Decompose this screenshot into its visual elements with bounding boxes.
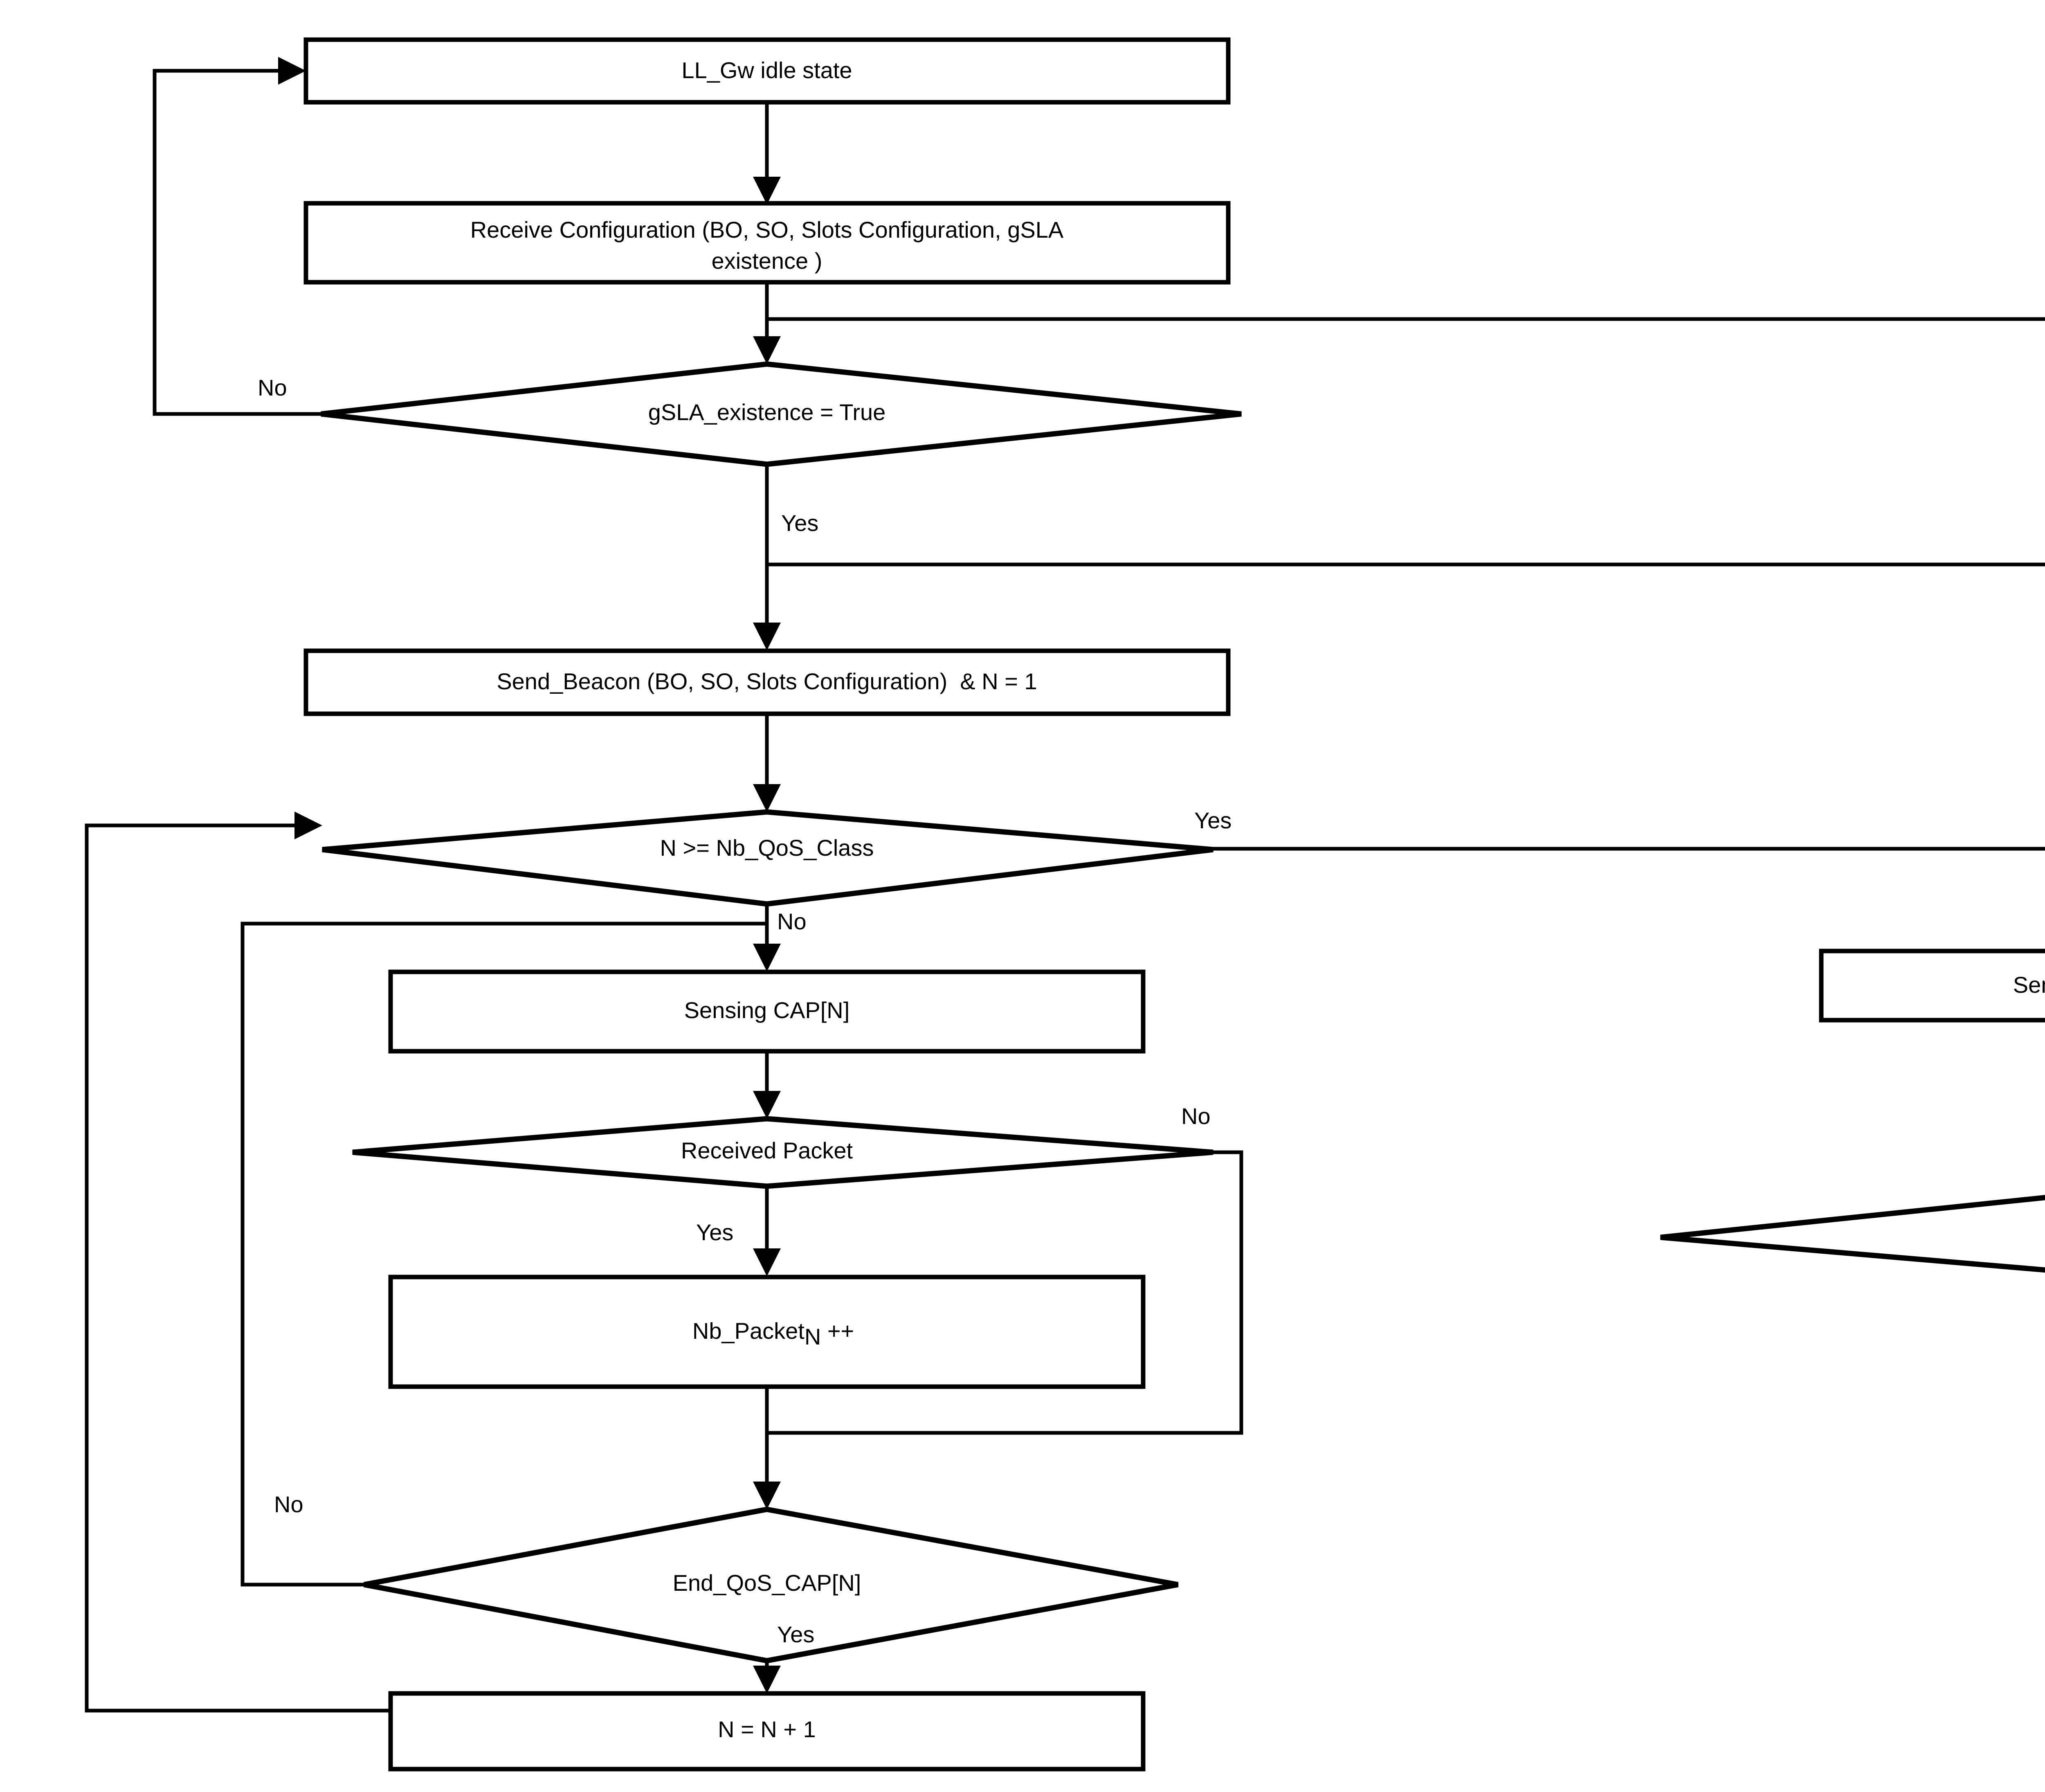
node-label-received-packet: Received Packet	[681, 1138, 853, 1163]
edge-gsla-yes-to-beacon	[753, 464, 781, 650]
node-gsla-existence-decision[interactable]: gSLA_existence = True	[321, 361, 1242, 467]
edge-nqos-yes-to-sendtoam	[1213, 847, 2045, 851]
edge-nbpacket-to-endcap	[753, 1387, 781, 1509]
node-received-new-configuration-decision[interactable]: Received_New_Configuration	[1660, 1176, 2045, 1288]
nb-packet-subscript: N	[805, 1324, 821, 1349]
edge-gsla-no-to-idle	[153, 57, 321, 416]
edge-sensing-to-recvpkt	[753, 1051, 781, 1119]
node-label-sensing-cap: Sensing CAP[N]	[684, 997, 850, 1023]
node-label-end-qos-cap: End_QoS_CAP[N]	[673, 1570, 861, 1596]
edge-label-gsla-no: No	[258, 375, 287, 400]
edge-label-nqos-yes: Yes	[1194, 807, 1231, 833]
edge-recvpkt-no-loop	[767, 1150, 1243, 1435]
node-receive-configuration[interactable]: Receive Configuration (BO, SO, Slots Con…	[303, 201, 1231, 285]
edge-label-recvpkt-no: No	[1181, 1103, 1211, 1129]
edge-endcap-yes-to-increment	[753, 1661, 781, 1693]
node-label-n-increment: N = N + 1	[718, 1716, 816, 1742]
edge-label-endcap-no: No	[274, 1491, 303, 1517]
edge-increment-to-nqos-loop	[85, 812, 391, 1713]
edge-right-bus-second	[767, 562, 2045, 567]
node-nb-packet-increment[interactable]: Nb_PacketN ++	[388, 1275, 1146, 1389]
node-send-to-am[interactable]: Send_To_AM (Nb_Packet_QoS_Classes)	[1819, 949, 2045, 1023]
node-sensing-cap[interactable]: Sensing CAP[N]	[388, 969, 1146, 1054]
edge-nqos-no-to-sensing	[753, 904, 781, 971]
node-send-beacon[interactable]: Send_Beacon (BO, SO, Slots Configuration…	[303, 648, 1231, 716]
node-label-gsla-existence: gSLA_existence = True	[648, 399, 886, 425]
node-label-n-ge-nb-qos-class: N >= Nb_QoS_Class	[660, 835, 874, 861]
edge-label-recvpkt-yes: Yes	[696, 1219, 733, 1245]
edge-label-nqos-no: No	[777, 908, 807, 934]
edge-idle-to-receive	[753, 102, 781, 205]
node-label-receive-configuration-line1: Receive Configuration (BO, SO, Slots Con…	[470, 217, 1064, 243]
node-received-packet-decision[interactable]: Received Packet	[352, 1116, 1214, 1189]
node-end-qos-cap-decision[interactable]: End_QoS_CAP[N]	[363, 1506, 1179, 1664]
edge-label-endcap-yes: Yes	[777, 1621, 814, 1647]
edge-receive-to-gsla	[753, 282, 781, 364]
edge-label-gsla-yes: Yes	[781, 510, 818, 536]
edge-right-bus-top	[767, 317, 2045, 321]
node-label-ll-gw-idle-state: LL_Gw idle state	[681, 57, 852, 83]
nb-packet-suffix: ++	[821, 1318, 854, 1344]
node-n-ge-nb-qos-class-decision[interactable]: N >= Nb_QoS_Class	[322, 809, 1214, 907]
node-label-send-beacon: Send_Beacon (BO, SO, Slots Configuration…	[497, 668, 1037, 694]
node-label-send-to-am: Send_To_AM (Nb_Packet_QoS_Classes)	[2013, 972, 2045, 998]
edge-beacon-to-nqos	[753, 714, 781, 812]
node-label-nb-packet-increment: Nb_PacketN ++	[635, 1318, 899, 1349]
edge-recvpkt-yes-to-nbpacket	[753, 1186, 781, 1276]
nb-packet-base: Nb_Packet	[692, 1318, 805, 1344]
node-ll-gw-idle-state[interactable]: LL_Gw idle state	[303, 37, 1231, 105]
node-n-increment[interactable]: N = N + 1	[388, 1691, 1146, 1772]
edge-endcap-no-loop	[240, 922, 767, 1587]
node-label-receive-configuration-line2: existence )	[712, 248, 822, 274]
